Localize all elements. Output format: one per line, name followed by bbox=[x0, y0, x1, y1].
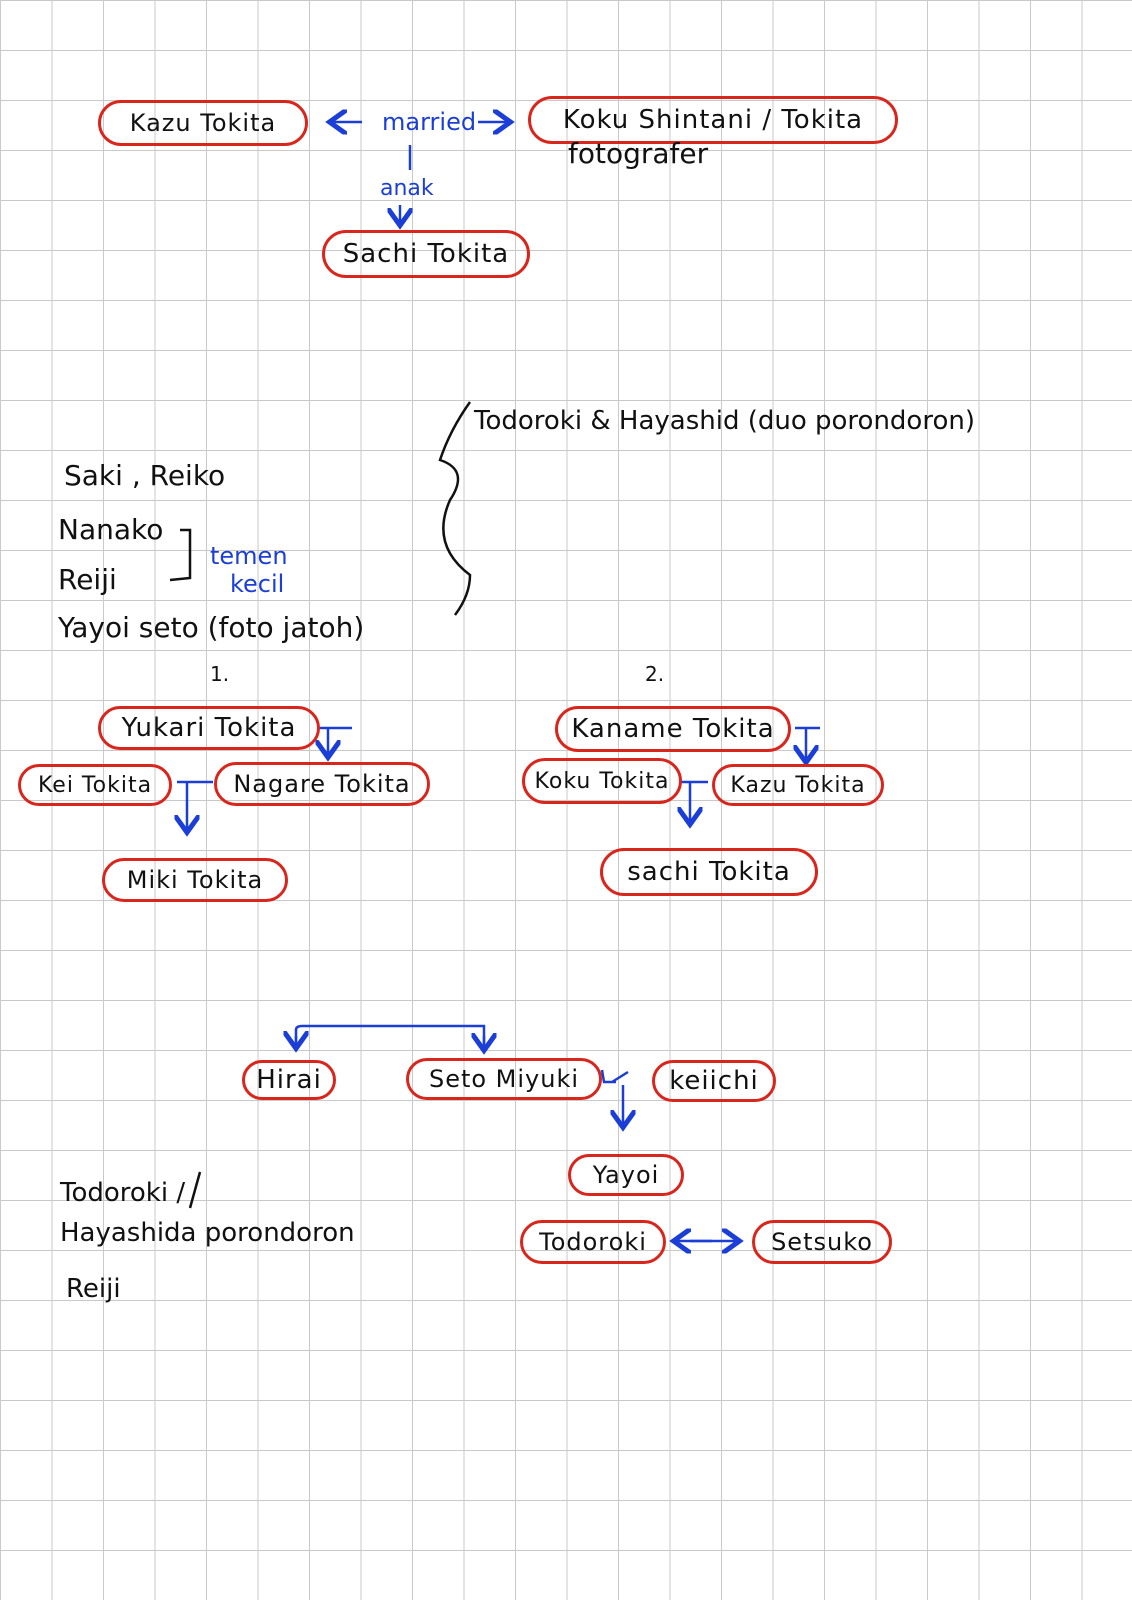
koku-shintani-node: Koku Shintani / Tokita bbox=[528, 96, 898, 144]
anak-label: anak bbox=[380, 176, 434, 201]
nagare-tokita-label: Nagare Tokita bbox=[233, 770, 411, 798]
miki-tokita-node: Miki Tokita bbox=[102, 858, 288, 902]
koku-tokita-node: Koku Tokita bbox=[522, 758, 682, 804]
yukari-child-arrow bbox=[318, 726, 352, 755]
todoroki-label: Todoroki bbox=[539, 1228, 647, 1256]
keiichi-label: keiichi bbox=[669, 1066, 759, 1096]
koku-tokita-label: Koku Tokita bbox=[534, 768, 670, 794]
kazu-tokita-label: Kazu Tokita bbox=[129, 109, 277, 137]
kei-tokita-label: Kei Tokita bbox=[37, 772, 153, 798]
seto-miyuki-node: Seto Miyuki bbox=[406, 1058, 602, 1100]
sachi-tokita-top-node: Sachi Tokita bbox=[322, 230, 530, 278]
nanako-note: Nanako bbox=[58, 513, 164, 546]
yayoi-node: Yayoi bbox=[568, 1154, 684, 1196]
kaname-tokita-node: Kaname Tokita bbox=[555, 706, 791, 752]
kei-tokita-node: Kei Tokita bbox=[18, 764, 172, 806]
curly-brace bbox=[438, 401, 472, 616]
kazu-tokita-tree2-label: Kazu Tokita bbox=[730, 772, 866, 798]
yayoi-seto-note: Yayoi seto (foto jatoh) bbox=[58, 611, 365, 644]
kecil-label: kecil bbox=[230, 570, 285, 598]
hayashida-note: Hayashida porondoron bbox=[60, 1218, 355, 1248]
todoroki-hayashid-note: Todoroki & Hayashid (duo porondoron) bbox=[474, 406, 975, 436]
temen-label: temen bbox=[210, 542, 288, 570]
nagare-tokita-node: Nagare Tokita bbox=[214, 762, 430, 806]
kei-nagare-child-arrow bbox=[177, 780, 213, 830]
sachi-tokita-top-label: Sachi Tokita bbox=[342, 239, 510, 269]
married-label: married bbox=[382, 108, 477, 136]
kaname-child-arrow bbox=[795, 726, 820, 760]
temen-bracket bbox=[169, 528, 192, 582]
koku-kazu-child-arrow bbox=[680, 780, 708, 822]
setsuko-label: Setsuko bbox=[771, 1228, 873, 1256]
setsuko-node: Setsuko bbox=[752, 1220, 892, 1264]
yukari-tokita-node: Yukari Tokita bbox=[98, 706, 320, 750]
yukari-tokita-label: Yukari Tokita bbox=[121, 713, 297, 743]
kaname-tokita-label: Kaname Tokita bbox=[571, 714, 775, 744]
sachi-tokita-tree2-label: sachi Tokita bbox=[627, 857, 791, 887]
kazu-tokita-node: Kazu Tokita bbox=[98, 100, 308, 146]
koku-shintani-label: Koku Shintani / Tokita bbox=[562, 105, 864, 135]
seto-keiichi-link bbox=[600, 1069, 629, 1084]
hirai-label: Hirai bbox=[256, 1065, 322, 1095]
tree1-number: 1. bbox=[210, 662, 230, 686]
hirai-seto-bracket bbox=[294, 1024, 486, 1046]
yayoi-label: Yayoi bbox=[592, 1161, 660, 1189]
reiji-bottom-note: Reiji bbox=[66, 1274, 121, 1304]
todoroki-node: Todoroki bbox=[520, 1220, 666, 1264]
keiichi-node: keiichi bbox=[652, 1060, 776, 1102]
miki-tokita-label: Miki Tokita bbox=[126, 866, 264, 894]
hirai-node: Hirai bbox=[242, 1060, 336, 1100]
note-slash bbox=[188, 1171, 202, 1209]
sachi-tokita-tree2-node: sachi Tokita bbox=[600, 848, 818, 896]
fotografer-label: fotografer bbox=[568, 137, 709, 170]
reiji-note: Reiji bbox=[58, 563, 117, 596]
tree2-number: 2. bbox=[645, 662, 665, 686]
kazu-tokita-tree2-node: Kazu Tokita bbox=[712, 764, 884, 806]
todoroki-note: Todoroki / bbox=[60, 1178, 186, 1208]
saki-reiko-note: Saki , Reiko bbox=[64, 459, 226, 492]
seto-miyuki-label: Seto Miyuki bbox=[428, 1065, 580, 1093]
